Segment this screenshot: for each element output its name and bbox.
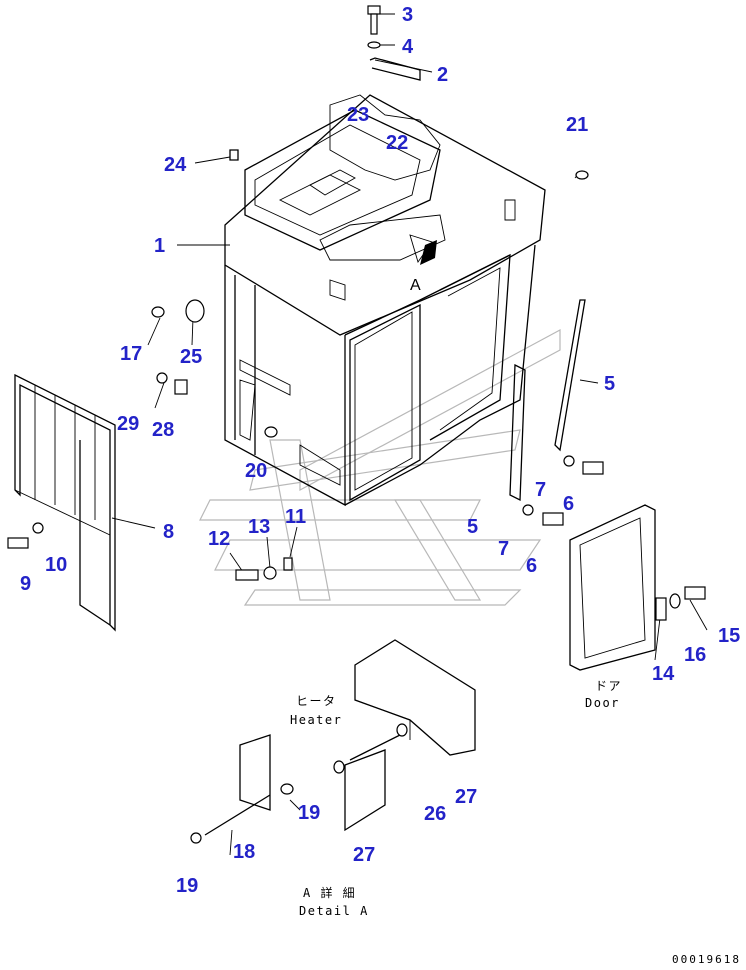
nut-27b [396,723,408,737]
heater-label-jp: ヒータ [296,694,337,708]
callout-19b: 19 [176,875,198,897]
callout-22: 22 [386,132,408,154]
callout-5b: 5 [467,516,478,538]
door-label-en: Door [585,696,620,710]
door [569,504,656,671]
heater-detail [204,639,476,836]
callout-2: 2 [437,64,448,86]
callout-12: 12 [208,528,230,550]
callout-29: 29 [117,413,139,435]
callout-13: 13 [248,516,270,538]
plug-20 [264,426,278,438]
washer-16 [669,593,681,609]
detail-label-en: Detail A [299,904,369,918]
nut-19a [280,783,294,795]
callout-16: 16 [684,644,706,666]
callout-6b: 6 [526,555,537,577]
watermark-logo [199,328,561,606]
callout-3: 3 [402,4,413,26]
callout-24: 24 [164,154,187,176]
callout-6a: 6 [563,493,574,515]
nut-27a [333,760,345,774]
hardware [7,5,706,844]
rods [509,299,586,502]
callout-23: 23 [347,104,369,126]
cap-25 [185,299,205,323]
callout-11: 11 [285,506,306,528]
washer-7a [563,455,575,467]
callout-18: 18 [233,841,255,863]
callout-1: 1 [154,235,165,257]
cab-frame [224,94,546,507]
callout-19a: 19 [298,802,320,824]
front-guard [14,373,116,632]
captions: ドア Door ヒータ Heater A 詳 細 Detail A 000196… [290,679,741,966]
detail-label-jp: A 詳 細 [303,885,356,900]
callout-25: 25 [180,346,202,368]
bolt-9 [7,537,29,549]
callout-26: 26 [424,803,446,825]
callout-27a: 27 [455,786,477,808]
plug-21 [575,170,589,180]
washer-13 [263,566,277,580]
bolt-3-shank [370,13,378,35]
callout-numbers: 3 4 2 23 22 21 24 1 17 25 5 29 28 20 7 6… [20,4,740,897]
callout-17: 17 [120,343,142,365]
bolt-3 [367,5,381,15]
leader-lines [111,13,708,856]
callout-4: 4 [402,36,414,58]
washer-4 [367,41,381,49]
heater-label-en: Heater [290,713,342,727]
nut-11 [283,557,293,571]
washer-10 [32,522,44,534]
bolt-6b [542,512,564,526]
plate-14 [655,597,667,621]
nut-19b [190,832,202,844]
bolt-12 [235,569,259,581]
callout-5a: 5 [604,373,615,395]
door-label-jp: ドア [595,679,622,693]
washer-7b [522,504,534,516]
callout-7b: 7 [498,538,509,560]
callout-10: 10 [45,554,67,576]
callout-15: 15 [718,625,740,647]
clip-29 [156,372,168,384]
clip-24 [229,149,239,161]
callout-28: 28 [152,419,174,441]
view-marker-label: A [410,277,421,294]
callout-9: 9 [20,573,31,595]
document-number: 00019618 [672,953,741,966]
callout-27b: 27 [353,844,375,866]
callout-21: 21 [566,114,588,136]
plug-17 [151,306,165,318]
callout-7a: 7 [535,479,546,501]
callout-8: 8 [163,521,174,543]
callout-20: 20 [245,460,267,482]
bolt-15 [684,586,706,600]
bolt-6a [582,461,604,475]
view-arrow-a: A [410,240,437,294]
bushing-28 [174,379,188,395]
callout-14: 14 [652,663,675,685]
handle-2 [369,57,421,81]
